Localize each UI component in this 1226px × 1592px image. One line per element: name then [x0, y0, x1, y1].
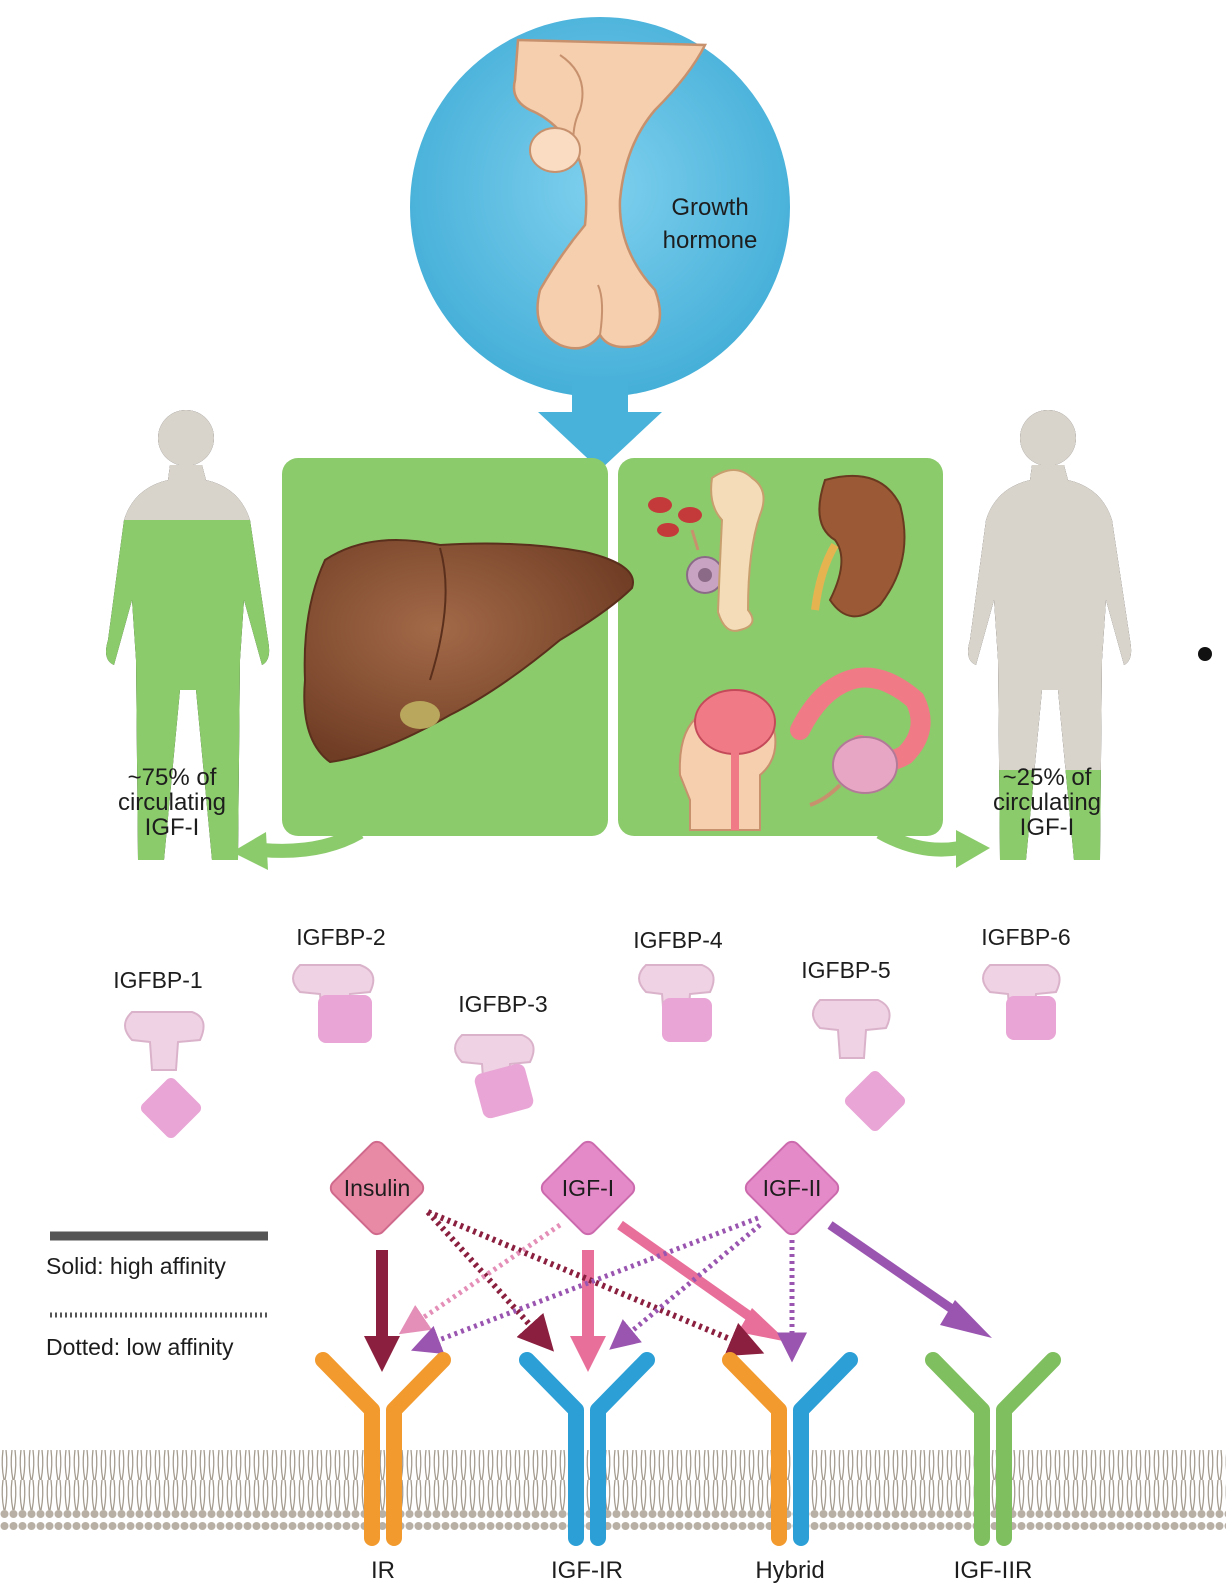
- ligand-insulin: Insulin: [329, 1140, 425, 1236]
- bone-icon: [710, 469, 765, 632]
- receptor-igf-ir: [519, 1352, 655, 1546]
- bound-ligand-shape: [844, 1070, 906, 1132]
- pituitary-gland-icon: [512, 38, 707, 350]
- right-arrowhead-icon: [956, 830, 990, 868]
- right-label-line2: circulating: [993, 789, 1101, 816]
- down-arrow-icon: [538, 380, 662, 470]
- blood-cells-icon: [648, 497, 724, 594]
- affinity-legend: Solid: high affinity Dotted: low affinit…: [46, 1231, 268, 1360]
- kidney-icon: [811, 474, 906, 618]
- bound-ligand-shape: [318, 995, 372, 1043]
- igf1-ir-dotted-arrow: [398, 1222, 562, 1335]
- hormone-label-line1: Growth: [671, 194, 748, 221]
- binding-protein-shape: [124, 1011, 205, 1071]
- ligand-igf-2: IGF-II: [744, 1140, 840, 1236]
- igfbp-5: IGFBP-5: [801, 957, 906, 1132]
- bound-ligand-shape: [474, 1063, 534, 1119]
- receptor-hybrid: [722, 1352, 858, 1546]
- growth-hormone-group: Growth hormone: [410, 17, 790, 470]
- affinity-arrows: [364, 1209, 992, 1372]
- left-arrowhead-icon: [232, 832, 268, 870]
- igf-2-label: IGF-II: [763, 1175, 822, 1201]
- bound-ligand-shape: [140, 1077, 202, 1139]
- igf2-ir-dotted-arrow: [410, 1215, 759, 1354]
- legend-solid-label: Solid: high affinity: [46, 1253, 226, 1279]
- insulin-ir-arrowhead-icon: [364, 1336, 400, 1372]
- igf-iir-label: IGF-IIR: [954, 1557, 1033, 1584]
- igfbp-1: IGFBP-1: [113, 967, 205, 1139]
- left-body-figure: [106, 410, 270, 860]
- igfbp-3: IGFBP-3: [454, 991, 548, 1119]
- igfbp-2: IGFBP-2: [292, 924, 386, 1043]
- igf2-igf2r-arrow: [827, 1221, 968, 1322]
- bound-ligand-shape: [662, 998, 712, 1042]
- insulin-label: Insulin: [344, 1175, 410, 1201]
- igf2-igf2r-arrowhead-icon: [940, 1300, 992, 1338]
- receptor-igf-iir: [925, 1352, 1061, 1546]
- right-body-figure: [968, 410, 1132, 860]
- brain-icon: [678, 689, 777, 831]
- ligand-igf-1: IGF-I: [540, 1140, 636, 1236]
- igfbp-6: IGFBP-6: [981, 924, 1071, 1040]
- insulin-igf1r-dotted-arrow: [425, 1209, 555, 1352]
- igfbp-5-label: IGFBP-5: [801, 957, 890, 983]
- igf-1-label: IGF-I: [562, 1175, 614, 1201]
- igf-ir-label: IGF-IR: [551, 1557, 623, 1584]
- igfbp-1-label: IGFBP-1: [113, 967, 202, 993]
- tissue-panels: [282, 458, 943, 836]
- bound-ligand-shape: [1006, 996, 1056, 1040]
- receptor-ir: [315, 1352, 451, 1546]
- legend-dotted-label: Dotted: low affinity: [46, 1334, 234, 1360]
- igf2-igf1r-dotted-arrow: [609, 1223, 762, 1350]
- liver-icon: [303, 539, 634, 764]
- right-label-line1: ~25% of: [1003, 764, 1092, 791]
- cell-membrane: [0, 1450, 1226, 1530]
- pancreas-icon: [790, 667, 931, 807]
- binding-protein-shape: [812, 999, 891, 1059]
- left-label-line2: circulating: [118, 789, 226, 816]
- left-curved-arrow-icon: [261, 825, 364, 858]
- igfbp-6-label: IGFBP-6: [981, 924, 1070, 950]
- left-label-line3: IGF-I: [145, 814, 200, 841]
- igfbp-4: IGFBP-4: [633, 927, 723, 1042]
- igfbp-4-label: IGFBP-4: [633, 927, 723, 953]
- bullet-dot: [1198, 647, 1212, 661]
- ir-label: IR: [371, 1557, 395, 1584]
- right-label-line3: IGF-I: [1020, 814, 1075, 841]
- left-label-line1: ~75% of: [128, 764, 217, 791]
- igf1-hybrid-arrow: [617, 1220, 765, 1330]
- igfbp-2-label: IGFBP-2: [296, 924, 385, 950]
- hybrid-label: Hybrid: [755, 1557, 824, 1584]
- igf1-igf1r-arrowhead-icon: [570, 1336, 606, 1372]
- right-curved-arrow-icon: [876, 825, 962, 857]
- hormone-label-line2: hormone: [663, 227, 758, 254]
- igfbp-3-label: IGFBP-3: [458, 991, 547, 1017]
